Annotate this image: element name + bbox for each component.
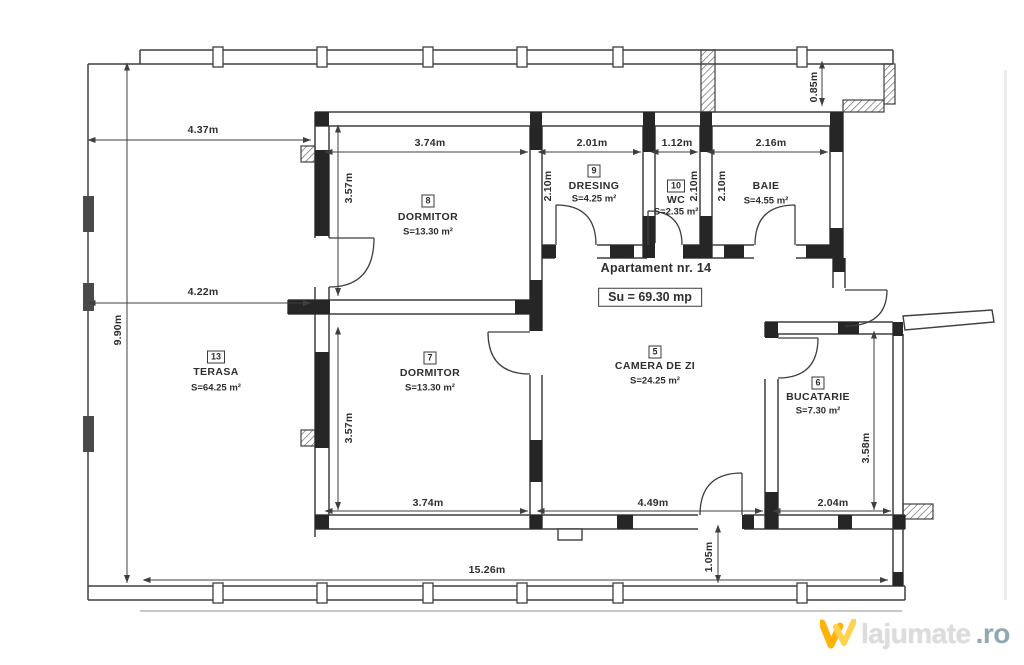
dim-camera-width: 4.49m [637,496,669,509]
scan-edge-artifact [1004,70,1007,600]
room-terasa-name: TERASA [193,365,239,378]
room-baie-area: S=4.55 m² [743,195,789,207]
dim-wc-width: 1.12m [661,136,693,149]
dim-terasa-mid-width: 4.22m [187,285,219,298]
room-wc-area: S=2.35 m² [653,206,699,218]
dimension-lines [87,60,891,583]
room-camera-area: S=24.25 m² [630,375,680,387]
room-dormitor7-area: S=13.30 m² [405,382,455,394]
door-openings [312,238,846,531]
room-bucatarie-name: BUCATARIE [786,390,850,403]
room-terasa-number: 13 [206,350,226,364]
room-dormitor8-number: 8 [421,194,435,208]
terrace-columns [83,196,94,452]
room-wc-name: WC [666,193,686,206]
room-dormitor7-number: 7 [423,351,437,365]
dim-right-top-offset: 0.85m [807,71,820,103]
watermark-brand: lajumate [861,618,971,649]
dim-baie-width: 2.16m [755,136,787,149]
balcony-door-flap [902,309,995,331]
room-baie-name: BAIE [752,179,780,192]
entry-step [557,528,583,541]
room-camera-number: 5 [648,345,662,359]
watermark: lajumate.ro [820,618,1010,650]
dim-dresing-depth: 2.10m [541,170,554,202]
room-dresing-area: S=4.25 m² [571,193,617,205]
room-dresing-number: 9 [587,164,601,178]
total-area-box: Su = 69.30 mp [598,287,702,307]
watermark-tld: .ro [975,618,1011,649]
doors [328,204,888,516]
room-bucatarie-number: 6 [811,376,825,390]
dim-baie-depth: 2.10m [715,170,728,202]
dim-entry-width: 1.05m [702,541,715,573]
dim-bucatarie-bottom-width: 2.04m [817,496,849,509]
dim-dormitor7-depth: 3.57m [342,412,355,444]
dim-terasa-height: 9.90m [111,314,124,346]
dim-dormitor8-depth: 3.57m [342,172,355,204]
room-terasa-area: S=64.25 m² [191,382,241,394]
dim-total-width: 15.26m [468,563,506,576]
room-dormitor8-area: S=13.30 m² [403,226,453,238]
dim-terasa-top-width: 4.37m [187,123,219,136]
dim-wc-depth: 2.10m [687,170,700,202]
apartment-title: Apartament nr. 14 [600,260,712,275]
dim-dresing-width: 2.01m [576,136,608,149]
dim-dormitor8-width: 3.74m [414,136,446,149]
dim-bucatarie-height: 3.58m [859,432,872,464]
room-bucatarie-area: S=7.30 m² [795,405,841,417]
room-dormitor8-name: DORMITOR [397,210,459,223]
dim-dormitor7-width: 3.74m [412,496,444,509]
lajumate-logo-icon [820,619,856,649]
solid-wall-segments [288,112,905,586]
wall-ticks [212,46,808,604]
room-camera-name: CAMERA DE ZI [614,359,696,372]
room-dresing-name: DRESING [568,179,620,192]
room-dormitor7-name: DORMITOR [399,366,461,379]
room-wc-number: 10 [666,179,686,193]
